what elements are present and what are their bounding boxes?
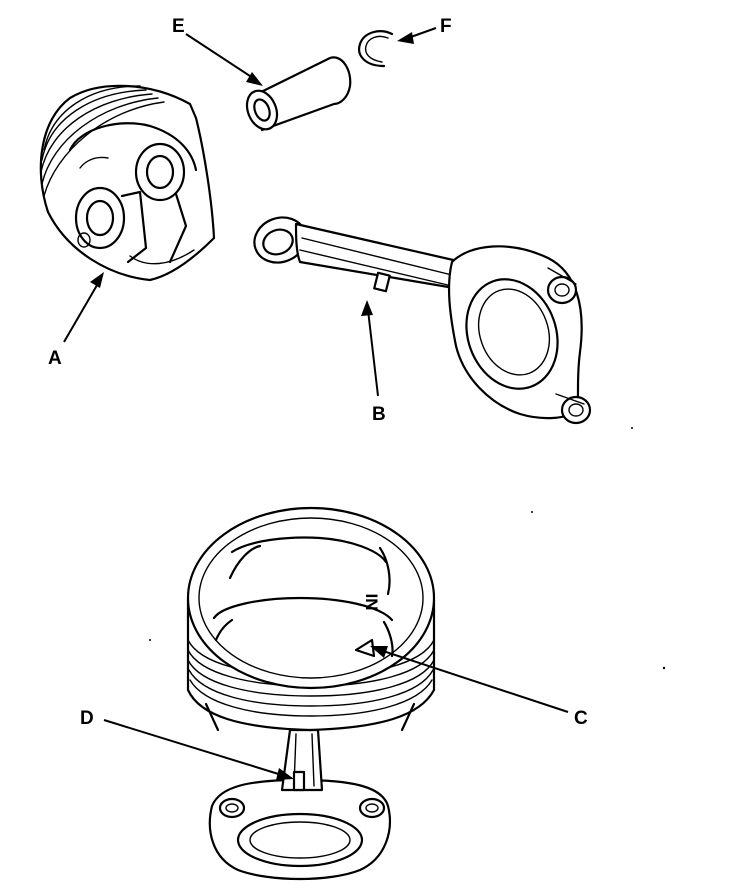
callout-a: A [48,348,62,369]
callout-b: B [372,404,386,425]
connecting-rod-b [253,216,592,425]
callout-d: D [80,708,94,729]
piston-a [39,84,216,282]
leader-b [361,300,379,397]
leader-a [63,272,104,343]
leader-f [397,27,437,44]
snap-ring-f [358,30,394,68]
callout-f: F [440,16,452,37]
piston-pin-e [245,56,352,132]
leader-d [103,719,294,780]
callout-e: E [172,16,185,37]
assembled-piston: IN [186,506,436,881]
piston-stamp-in: IN [362,594,381,611]
callout-c: C [574,708,588,729]
leader-e [185,33,263,86]
leader-c [370,646,569,713]
